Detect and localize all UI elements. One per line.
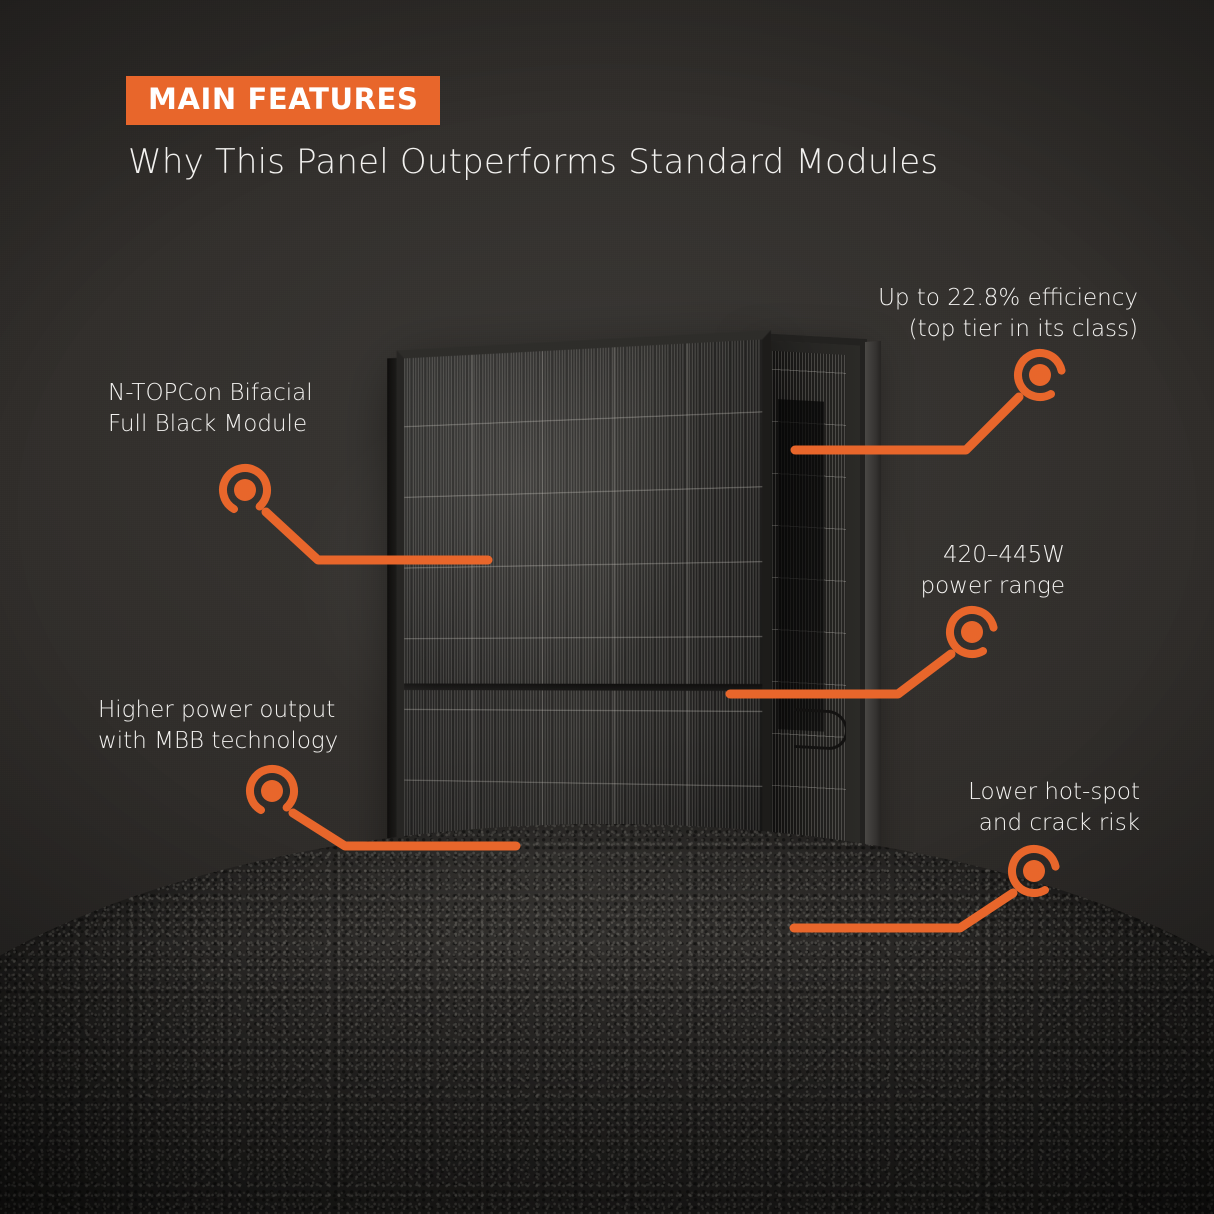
callout-label-hotspot: Lower hot-spot and crack risk	[968, 779, 1140, 836]
callout-label-mbb: Higher power output with MBB technology	[98, 697, 339, 754]
marker-dot-icon	[1023, 860, 1045, 882]
callout-marker-hotspot[interactable]	[1004, 841, 1064, 901]
marker-ring-icon	[245, 765, 298, 817]
callout-label-power-range: 420–445W power range	[920, 542, 1065, 599]
marker-ring-icon	[1014, 349, 1066, 401]
main-features-badge-label: MAIN FEATURES	[148, 82, 419, 116]
marker-dot-icon	[1029, 364, 1051, 386]
marker-ring-icon	[1008, 845, 1060, 897]
connector-line-ntopcon	[261, 507, 493, 565]
callout-marker-efficiency[interactable]	[1010, 345, 1070, 405]
connector-line-hotspot	[789, 888, 1018, 933]
callout-label-efficiency: Up to 22.8% efficiency (top tier in its …	[878, 285, 1138, 342]
callout-marker-ntopcon[interactable]	[215, 460, 275, 520]
marker-dot-icon	[961, 621, 983, 643]
connector-line-efficiency	[790, 392, 1024, 455]
connector-line-mbb	[288, 808, 521, 851]
marker-dot-icon	[234, 479, 256, 501]
callout-marker-mbb[interactable]	[242, 761, 302, 821]
connector-line-power-range	[725, 649, 956, 699]
callout-marker-power-range[interactable]	[942, 602, 1002, 662]
marker-dot-icon	[261, 780, 283, 802]
callout-label-ntopcon: N-TOPCon Bifacial Full Black Module	[108, 380, 313, 437]
page-subtitle: Why This Panel Outperforms Standard Modu…	[128, 142, 939, 182]
main-features-badge: MAIN FEATURES	[126, 76, 441, 125]
marker-ring-icon	[219, 464, 271, 516]
marker-ring-icon	[946, 606, 998, 658]
